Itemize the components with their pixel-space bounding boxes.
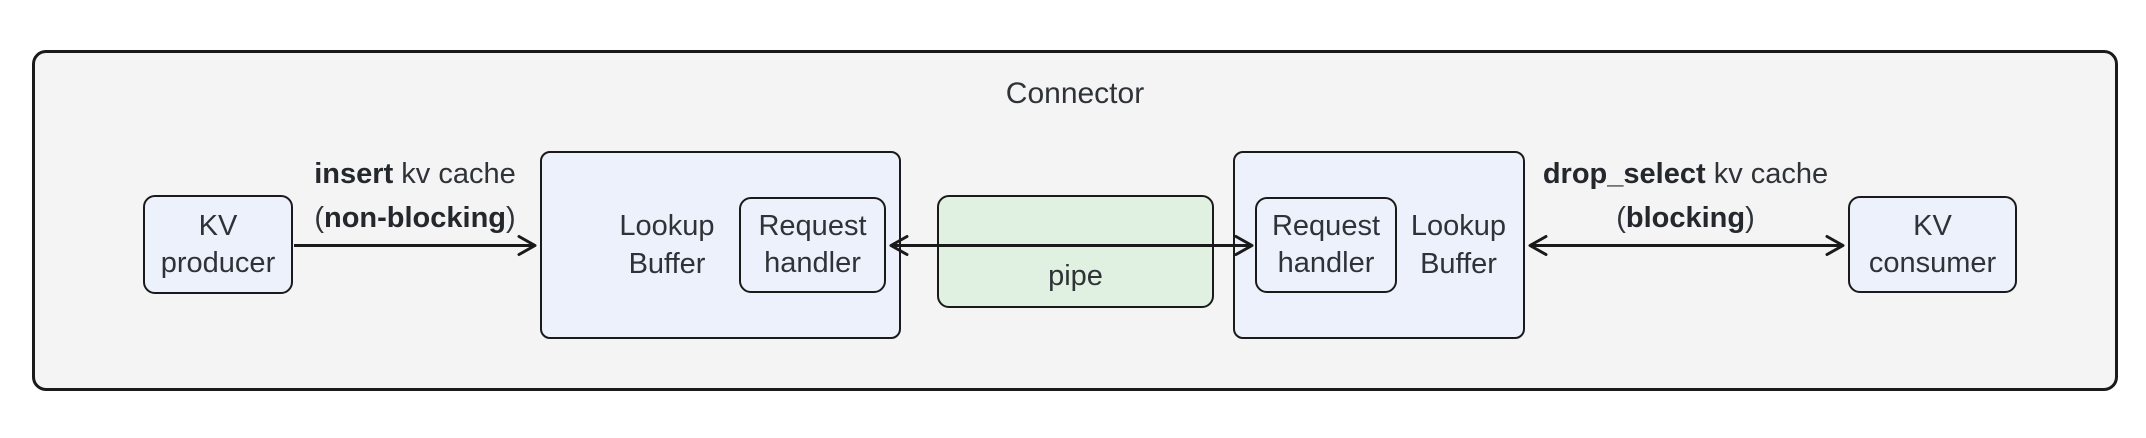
request-handler-left-label-line1: Request — [758, 210, 867, 242]
drop-select-edge-label-line2: (blocking) — [1523, 196, 1848, 240]
drop-select-blocking-mode: blocking — [1625, 202, 1746, 234]
lookup-buffer-right-label-line1: Lookup — [1410, 210, 1507, 242]
insert-blocking-mode: non-blocking — [323, 202, 507, 234]
insert-keyword: insert — [314, 158, 394, 190]
drop-select-keyword: drop_select — [1542, 158, 1706, 190]
lookup-buffer-left-label: Lookup Buffer — [587, 153, 747, 337]
lookup-buffer-left-node: Lookup Buffer — [540, 151, 901, 339]
insert-edge-label-line2: (non-blocking) — [280, 196, 550, 240]
pipe-node: pipe — [937, 195, 1214, 308]
kv-producer-label-line1: KV — [198, 209, 238, 242]
pipe-label: pipe — [1048, 260, 1103, 292]
connector-title: Connector — [1005, 77, 1145, 110]
lookup-buffer-right-label-line2: Buffer — [1420, 248, 1497, 280]
request-handler-right-label-line1: Request — [1271, 210, 1380, 242]
insert-paren-close: ) — [506, 202, 516, 234]
request-handler-right-label-line2: handler — [1277, 247, 1375, 279]
drop-select-edge-label-line1: drop_select kv cache — [1523, 152, 1848, 196]
insert-rest: kv cache — [393, 158, 516, 190]
drop-select-paren-open: ( — [1616, 202, 1626, 234]
drop-select-edge-label: drop_select kv cache (blocking) — [1523, 152, 1848, 240]
request-handler-right-node: Request handler — [1255, 197, 1397, 293]
insert-edge-label-line1: insert kv cache — [280, 152, 550, 196]
request-handler-left-label-line2: handler — [764, 247, 861, 279]
request-handler-left-node: Request handler — [739, 197, 886, 293]
lookup-buffer-right-label: Lookup Buffer — [1396, 153, 1521, 337]
insert-paren-open: ( — [314, 202, 324, 234]
drop-select-rest: kv cache — [1705, 158, 1829, 190]
lookup-buffer-left-label-line1: Lookup — [619, 210, 715, 242]
kv-consumer-node: KV consumer — [1848, 196, 2017, 293]
kv-producer-node: KV producer — [143, 195, 293, 294]
kv-consumer-label-line1: KV — [1913, 209, 1952, 242]
lookup-buffer-left-label-line2: Buffer — [628, 248, 706, 280]
kv-producer-label-line2: producer — [160, 246, 276, 279]
drop-select-paren-close: ) — [1745, 202, 1755, 234]
kv-consumer-label-line2: consumer — [1868, 246, 1997, 279]
insert-edge-label: insert kv cache (non-blocking) — [280, 152, 550, 240]
